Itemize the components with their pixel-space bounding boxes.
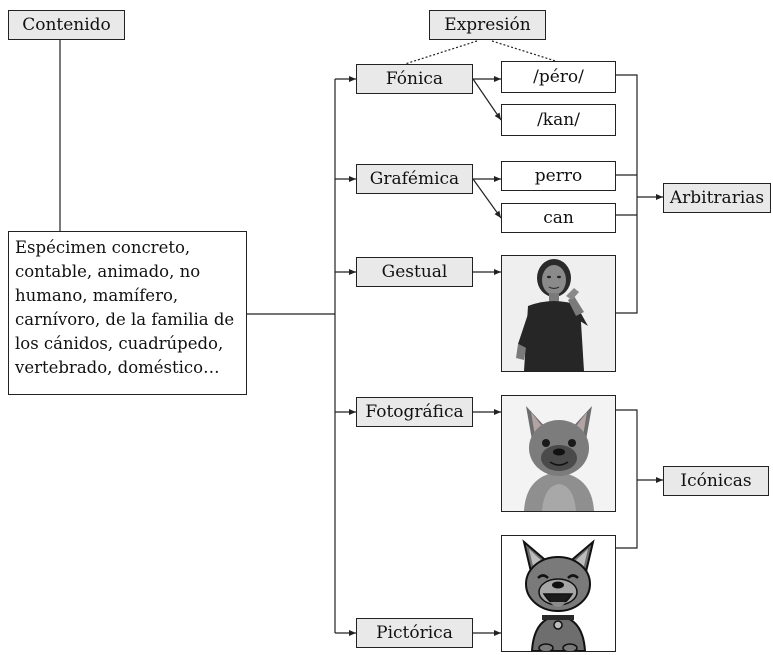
- arrow-grafemica-can: [472, 178, 502, 219]
- content-line: Espécimen concreto,: [15, 238, 191, 257]
- content-line: contable, animado, no: [15, 262, 201, 281]
- expresion-label: Expresión: [429, 10, 546, 40]
- kan-phonetic-box: /kan/: [501, 104, 616, 136]
- fotografica-image: [501, 395, 616, 512]
- grafemica-box: Grafémica: [356, 164, 473, 194]
- content-line: carnívoro, de la familia de: [15, 310, 235, 329]
- content-line: vertebrado, doméstico…: [15, 358, 220, 377]
- person-signing-illustration: [502, 256, 615, 371]
- contenido-label: Contenido: [8, 10, 125, 40]
- can-word-box: can: [501, 203, 616, 233]
- arbitrarias-bracket: [616, 74, 638, 314]
- content-description: Espécimen concreto, contable, animado, n…: [8, 231, 247, 395]
- expresion-dotted-left: [404, 40, 478, 65]
- pictorica-box: Pictórica: [356, 618, 473, 648]
- fotografica-box: Fotográfica: [356, 397, 473, 427]
- arbitrarias-box: Arbitrarias: [663, 183, 771, 213]
- gestual-box: Gestual: [356, 257, 473, 287]
- bulldog-photo: [502, 396, 615, 511]
- cartoon-bulldog-illustration: [502, 536, 615, 653]
- content-line: humano, mamífero,: [15, 286, 179, 305]
- pero-phonetic-box: /péro/: [501, 61, 616, 93]
- perro-word-box: perro: [501, 161, 616, 191]
- expresion-dotted-right: [491, 40, 566, 65]
- arrow-fonica-kan: [472, 78, 502, 121]
- pictorica-image: [501, 535, 616, 653]
- content-line: los cánidos, cuadrúpedo,: [15, 334, 224, 353]
- iconicas-box: Icónicas: [663, 466, 769, 496]
- iconicas-bracket: [616, 409, 638, 549]
- gestual-image: [501, 255, 616, 372]
- fonica-box: Fónica: [356, 64, 473, 94]
